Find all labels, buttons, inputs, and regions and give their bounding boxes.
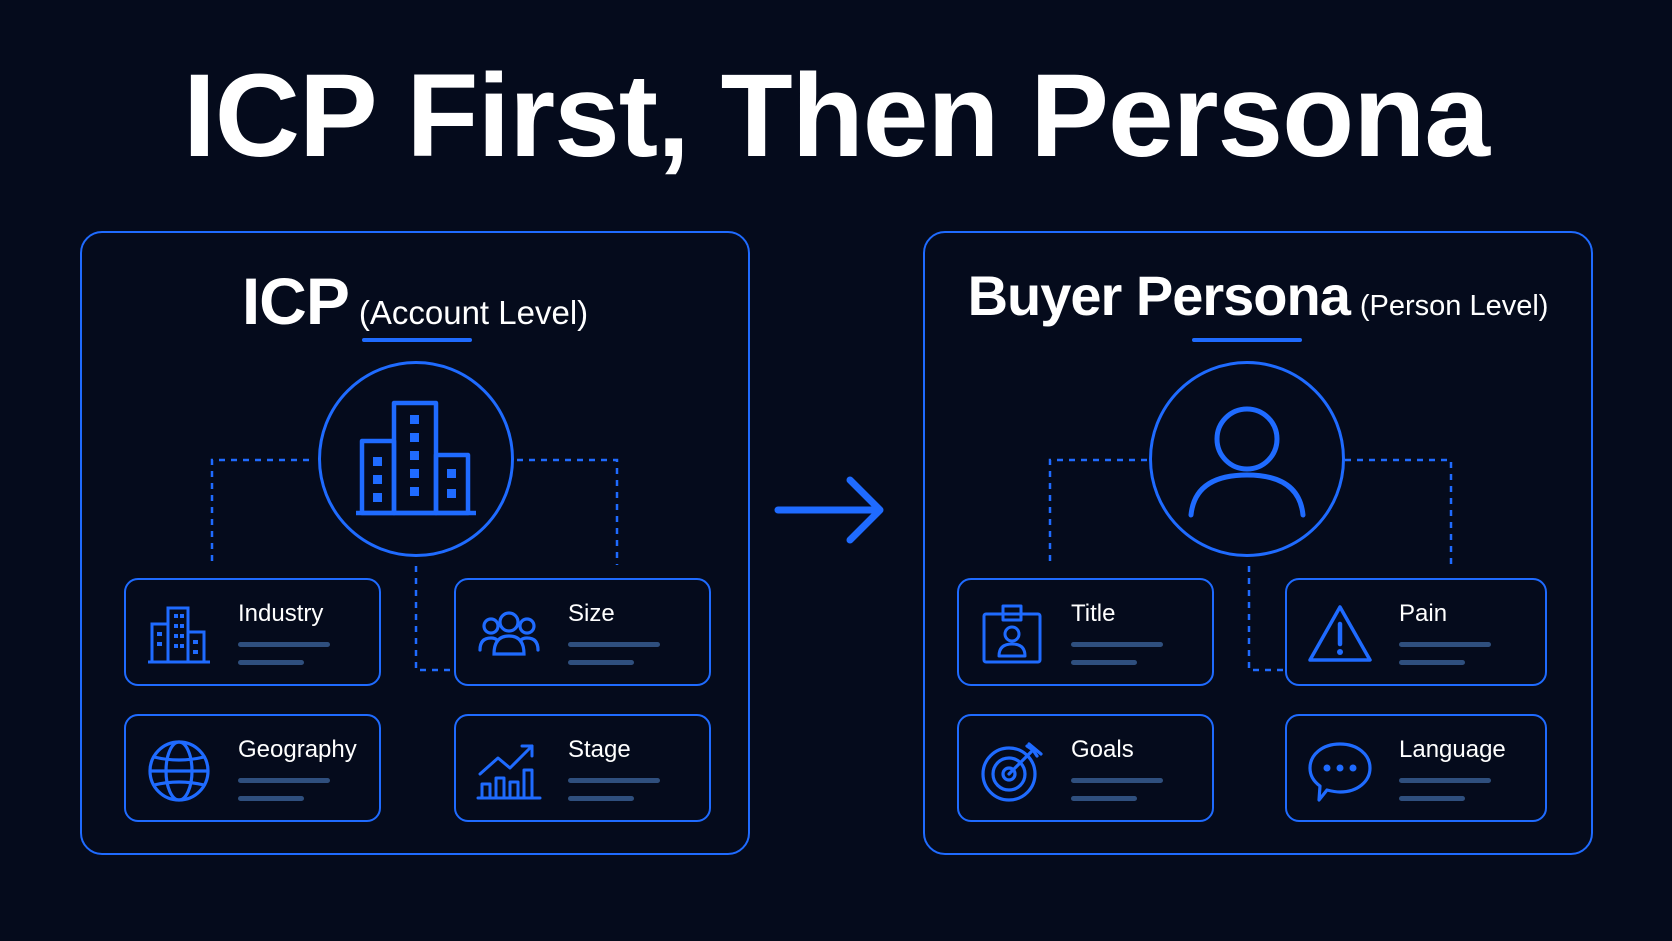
persona-heading: Buyer Persona(Person Level) <box>925 263 1591 328</box>
placeholder-line <box>568 796 634 801</box>
buildings-icon <box>148 606 210 664</box>
placeholder-line <box>1071 796 1137 801</box>
building-icon <box>356 400 476 516</box>
icp-connector-lines <box>210 458 619 672</box>
warning-icon <box>1308 605 1372 662</box>
persona-heading-subtitle: (Person Level) <box>1359 290 1549 322</box>
card-label: Title <box>1071 600 1116 627</box>
placeholder-line <box>1399 660 1465 665</box>
id-badge-icon <box>982 604 1042 664</box>
placeholder-line <box>568 778 660 783</box>
card-label: Stage <box>568 736 631 763</box>
placeholder-line <box>238 796 304 801</box>
placeholder-line <box>1071 660 1137 665</box>
people-group-icon <box>478 611 540 656</box>
user-icon <box>1188 406 1306 518</box>
persona-card-title: Title <box>957 578 1214 686</box>
icp-heading-title: ICP <box>241 264 350 338</box>
persona-card-pain: Pain <box>1285 578 1547 686</box>
icp-hub <box>318 361 514 557</box>
placeholder-line <box>238 778 330 783</box>
placeholder-line <box>568 642 660 647</box>
persona-connector-lines <box>1048 458 1453 672</box>
icp-card-geography: Geography <box>124 714 381 822</box>
globe-icon <box>148 740 210 802</box>
card-label: Industry <box>238 600 324 627</box>
placeholder-line <box>1399 796 1465 801</box>
card-label: Pain <box>1399 600 1448 627</box>
icp-card-stage: Stage <box>454 714 711 822</box>
icp-card-industry: Industry <box>124 578 381 686</box>
placeholder-line <box>238 660 304 665</box>
growth-chart-icon <box>476 744 542 800</box>
persona-hub <box>1149 361 1345 557</box>
chat-bubble-icon <box>1308 742 1372 802</box>
card-label: Size <box>568 600 615 627</box>
placeholder-line <box>568 660 634 665</box>
persona-card-language: Language <box>1285 714 1547 822</box>
placeholder-line <box>1071 778 1163 783</box>
target-icon <box>981 742 1043 802</box>
persona-heading-title: Buyer Persona <box>967 264 1351 327</box>
icp-heading-subtitle: (Account Level) <box>358 294 589 331</box>
placeholder-line <box>1071 642 1163 647</box>
icp-heading-underline <box>362 338 472 342</box>
card-label: Geography <box>238 736 357 763</box>
card-label: Language <box>1399 736 1506 763</box>
page-title: ICP First, Then Persona <box>183 50 1490 182</box>
persona-heading-underline <box>1192 338 1302 342</box>
arrow-right-icon <box>774 476 884 544</box>
icp-heading: ICP(Account Level) <box>82 263 748 339</box>
placeholder-line <box>1399 778 1491 783</box>
persona-panel: Buyer Persona(Person Level) Title <box>923 231 1593 855</box>
placeholder-line <box>1399 642 1491 647</box>
placeholder-line <box>238 642 330 647</box>
icp-card-size: Size <box>454 578 711 686</box>
card-label: Goals <box>1071 736 1134 763</box>
persona-card-goals: Goals <box>957 714 1214 822</box>
icp-panel: ICP(Account Level) <box>80 231 750 855</box>
